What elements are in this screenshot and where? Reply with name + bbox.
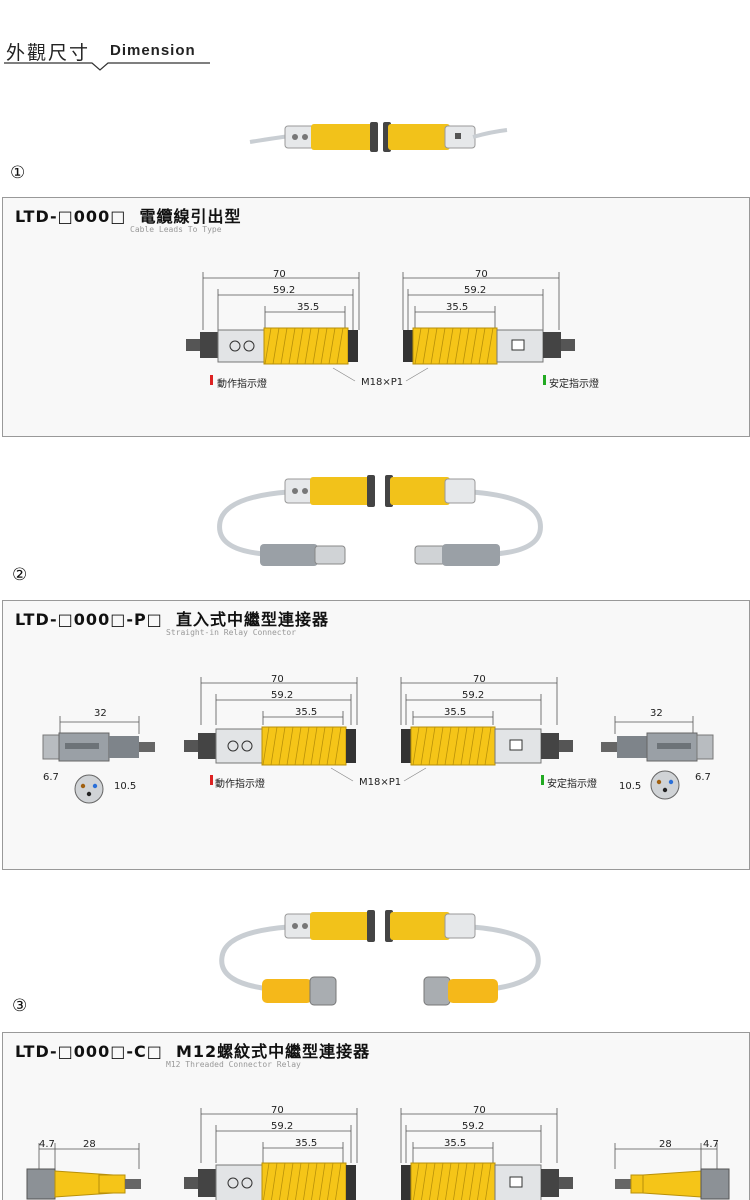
dim-thread-left: 35.5 (297, 302, 320, 313)
section-subtitle-1: Cable Leads To Type (130, 225, 222, 234)
section-title-3: LTD-□000□-C□ M12螺紋式中繼型連接器 (15, 1042, 371, 1061)
thread-spec-label-2: M18×P1 (359, 777, 402, 788)
section-number-2: ② (12, 565, 28, 585)
section-panel-2: LTD-□000□-P□ 直入式中繼型連接器 Straight-in Relay… (2, 600, 750, 870)
dim-body-right-3: 59.2 (462, 1121, 485, 1132)
section-subtitle-2: Straight-in Relay Connector (166, 628, 297, 637)
dimension-drawing-3 (26, 1108, 730, 1200)
connector-c-nut-left: 4.7 (39, 1139, 55, 1150)
dim-total-left-2: 70 (271, 674, 284, 685)
dim-total-left: 70 (273, 269, 286, 280)
connector-p-length-left: 32 (94, 708, 107, 719)
dim-thread-right-2: 35.5 (444, 707, 467, 718)
section-title-2: LTD-□000□-P□ 直入式中繼型連接器 (15, 610, 329, 629)
page-title-cjk: 外觀尺寸 (6, 42, 91, 64)
section-subtitle-3: M12 Threaded Connector Relay (166, 1060, 301, 1069)
dim-body-left-2: 59.2 (271, 690, 294, 701)
receiver-led-label: 安定指示燈 (549, 379, 599, 390)
dim-body-right: 59.2 (464, 285, 487, 296)
dim-total-right-3: 70 (473, 1105, 486, 1116)
title-underline (4, 62, 210, 71)
connector-p-pin-left: 6.7 (43, 772, 59, 783)
section-panel-1: LTD-□000□ 電纜線引出型 Cable Leads To Type (2, 197, 750, 437)
section-panel-3: LTD-□000□-C□ M12螺紋式中繼型連接器 M12 Threaded C… (2, 1032, 750, 1200)
dim-thread-left-2: 35.5 (295, 707, 318, 718)
dim-thread-right: 35.5 (446, 302, 469, 313)
connector-p-diameter-left: 10.5 (114, 781, 137, 792)
dim-body-left-3: 59.2 (271, 1121, 294, 1132)
dim-total-right-2: 70 (473, 674, 486, 685)
section-number-1: ① (10, 163, 26, 183)
dim-body-right-2: 59.2 (462, 690, 485, 701)
connector-p-length-right: 32 (650, 708, 663, 719)
emitter-led-label: 動作指示燈 (217, 379, 267, 390)
connector-p-diameter-right: 10.5 (619, 781, 642, 792)
product-photo-3 (219, 910, 541, 1006)
product-photo-1 (249, 122, 508, 152)
emitter-led-label-2: 動作指示燈 (215, 779, 265, 790)
dim-total-left-3: 70 (271, 1105, 284, 1116)
dimension-drawing-1 (186, 272, 575, 385)
dim-thread-right-3: 35.5 (444, 1138, 467, 1149)
connector-c-length-left: 28 (83, 1139, 96, 1150)
dim-thread-left-3: 35.5 (295, 1138, 318, 1149)
thread-spec-label: M18×P1 (361, 377, 404, 388)
dimension-drawing-2 (42, 677, 714, 804)
receiver-led-label-2: 安定指示燈 (547, 779, 597, 790)
dim-body-left: 59.2 (273, 285, 296, 296)
connector-c-length-right: 28 (659, 1139, 672, 1150)
dim-total-right: 70 (475, 269, 488, 280)
connector-p-pin-right: 6.7 (695, 772, 711, 783)
section-title-1: LTD-□000□ 電纜線引出型 (15, 207, 242, 226)
product-photo-2 (217, 475, 543, 566)
connector-c-nut-right: 4.7 (703, 1139, 719, 1150)
page-title-en: Dimension (110, 42, 196, 59)
section-number-3: ③ (12, 996, 28, 1016)
